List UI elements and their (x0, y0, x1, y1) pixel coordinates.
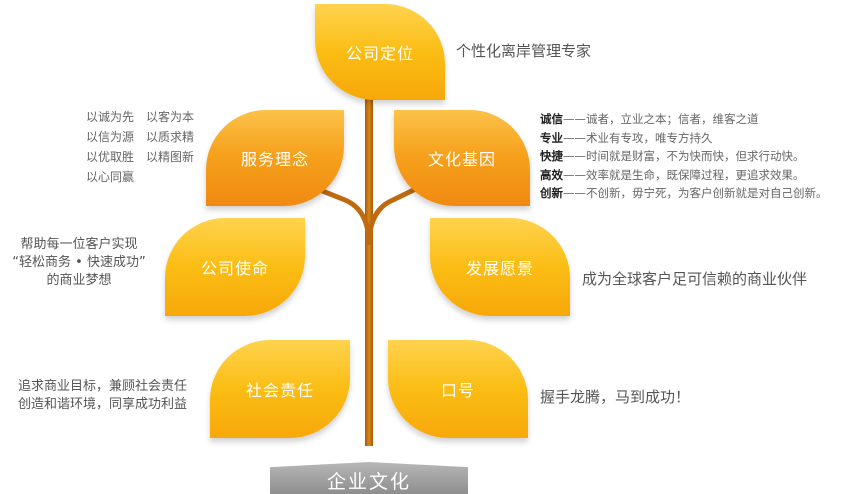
culture-gene-row: 专业——术业有专攻，唯专方持久 (540, 130, 713, 145)
leaf-label: 社会责任 (245, 381, 314, 400)
service-item: 以优取胜 (86, 150, 135, 164)
leaf-label: 服务理念 (240, 150, 309, 169)
culture-gene-list: 诚信——诚者，立业之本；信者，维客之道 专业——术业有专攻，唯专方持久 快捷——… (540, 110, 828, 203)
service-item: 以信为源 (86, 130, 135, 144)
mission-text: 帮助每一位客户实现 “轻松商务 • 快速成功” 的商业梦想 (12, 237, 146, 288)
leaf-company-mission: 公司使命 (165, 218, 305, 316)
service-concept-list: 以诚为先 以客为本 以信为源 以质求精 以优取胜 以精图新 以心同赢 (86, 108, 204, 185)
leaf-service-concept: 服务理念 (206, 110, 344, 206)
leaf-slogan: 口号 (388, 340, 528, 438)
leaf-label: 发展愿景 (465, 259, 534, 278)
vision-text: 成为全球客户足可信赖的商业伙伴 (582, 270, 808, 288)
leaf-culture-gene: 文化基因 (394, 110, 530, 206)
positioning-text: 个性化离岸管理专家 (456, 42, 592, 60)
leaf-company-positioning: 公司定位 (315, 4, 445, 100)
culture-gene-row: 高效——效率就是生命，既保障过程，更追求效果。 (540, 167, 805, 182)
service-item: 以心同赢 (86, 170, 135, 184)
service-item: 以客为本 (146, 110, 195, 124)
culture-gene-row: 创新——不创新，毋宁死，为客户创新就是对自己创新。 (540, 186, 828, 200)
culture-gene-row: 诚信——诚者，立业之本；信者，维客之道 (540, 112, 759, 126)
leaf-label: 口号 (440, 381, 475, 400)
service-item: 以诚为先 (86, 110, 135, 124)
service-item: 以质求精 (146, 130, 195, 144)
leaf-development-vision: 发展愿景 (430, 218, 570, 316)
service-item: 以精图新 (146, 150, 195, 164)
leaf-label: 文化基因 (427, 150, 496, 169)
leaf-social-responsibility: 社会责任 (210, 340, 350, 438)
culture-gene-row: 快捷——时间就是财富，不为快而快，但求行动快。 (540, 149, 805, 163)
corporate-culture-base: 企业文化 (270, 462, 468, 494)
slogan-text: 握手龙腾，马到成功！ (540, 388, 691, 406)
leaf-label: 公司使命 (200, 259, 269, 278)
base-label: 企业文化 (326, 470, 411, 493)
leaf-label: 公司定位 (345, 44, 414, 63)
responsibility-text: 追求商业目标，兼顾社会责任 创造和谐环境，同享成功利益 (18, 379, 188, 412)
